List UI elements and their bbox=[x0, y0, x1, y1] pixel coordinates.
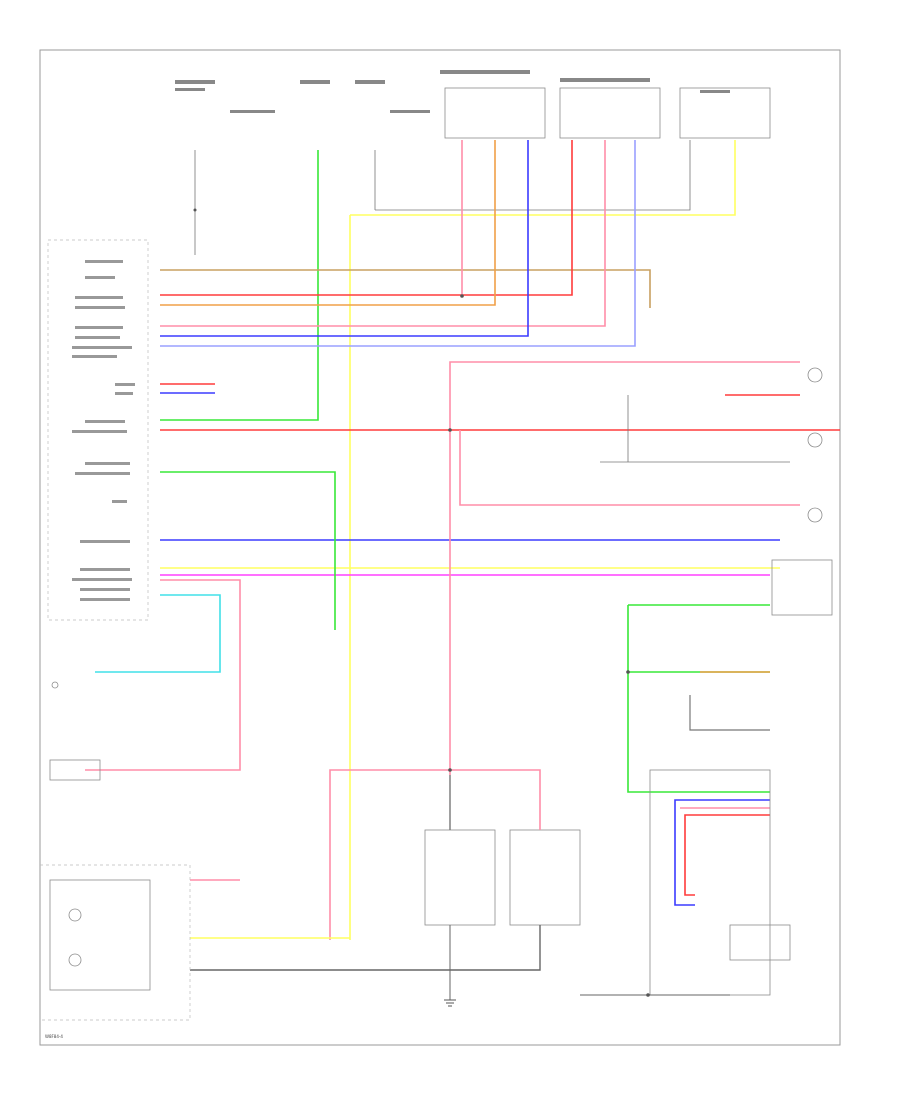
meter-box bbox=[49, 879, 151, 991]
lower-right-module bbox=[580, 769, 791, 996]
lamp-box bbox=[771, 559, 833, 616]
splice-points bbox=[193, 208, 650, 997]
wire-green-right-3 bbox=[627, 605, 770, 793]
sensor-3-icon bbox=[807, 507, 823, 523]
connector-tpms-left bbox=[444, 87, 546, 139]
wire-pink-lower bbox=[329, 769, 541, 940]
wire-pink-right-2 bbox=[459, 430, 800, 506]
sensor-1-icon bbox=[807, 367, 823, 383]
right-wires bbox=[449, 361, 800, 906]
connector-tpms-right bbox=[559, 87, 661, 139]
fuse-labels bbox=[175, 70, 730, 113]
wire-brown bbox=[160, 269, 651, 308]
connector-top-right bbox=[679, 87, 771, 139]
wire-pink-3 bbox=[85, 579, 241, 771]
wire-blue-right bbox=[674, 799, 770, 906]
wire-blue-1 bbox=[160, 140, 529, 337]
page-code: W8F84-4 bbox=[45, 1034, 63, 1039]
wire-gray-lower-2 bbox=[190, 925, 541, 971]
left-pin-labels bbox=[72, 260, 135, 601]
wire-red-right-2 bbox=[684, 814, 770, 896]
door-switch-box bbox=[49, 759, 101, 781]
wire-green-2 bbox=[160, 471, 336, 630]
wire-yellow-feed bbox=[350, 140, 736, 216]
wire-orange bbox=[160, 140, 496, 306]
wire-gray-right-3 bbox=[689, 695, 770, 731]
door-lock-switches bbox=[190, 769, 581, 1000]
wire-lavender bbox=[160, 140, 636, 347]
switch-box-driver bbox=[424, 829, 496, 926]
wire-red-1 bbox=[160, 140, 573, 296]
top-connectors bbox=[444, 87, 771, 139]
wire-pink-right-1 bbox=[449, 361, 800, 775]
sensors bbox=[771, 367, 833, 616]
wire-green-feed bbox=[160, 150, 319, 421]
left-switches bbox=[49, 681, 101, 781]
wire-cyan bbox=[95, 594, 221, 673]
sensor-box bbox=[729, 924, 791, 961]
ground-symbols bbox=[444, 999, 456, 1007]
page-frame bbox=[39, 49, 841, 1046]
sensor-2-icon bbox=[807, 432, 823, 448]
wire-gray-bus bbox=[375, 140, 691, 211]
door-switch-icon bbox=[51, 681, 59, 689]
wire-pink-1 bbox=[160, 140, 606, 327]
module-boundary bbox=[47, 239, 149, 621]
switch-box-passenger bbox=[509, 829, 581, 926]
lower-left-module bbox=[40, 864, 191, 1021]
signal-wires bbox=[85, 140, 840, 771]
